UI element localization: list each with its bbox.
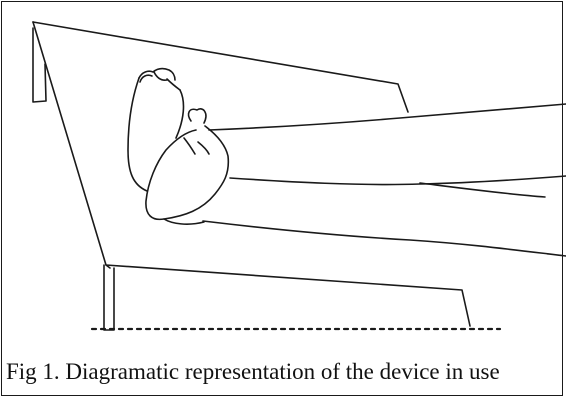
figure-caption: Fig 1. Diagramatic representation of the… [6, 357, 562, 387]
inclined-board [33, 22, 470, 326]
board-upright-support [33, 28, 46, 102]
device-illustration [0, 0, 566, 350]
board-front-leg [104, 265, 114, 330]
right-foot [146, 109, 228, 224]
legs [203, 104, 566, 256]
left-foot [128, 69, 183, 191]
